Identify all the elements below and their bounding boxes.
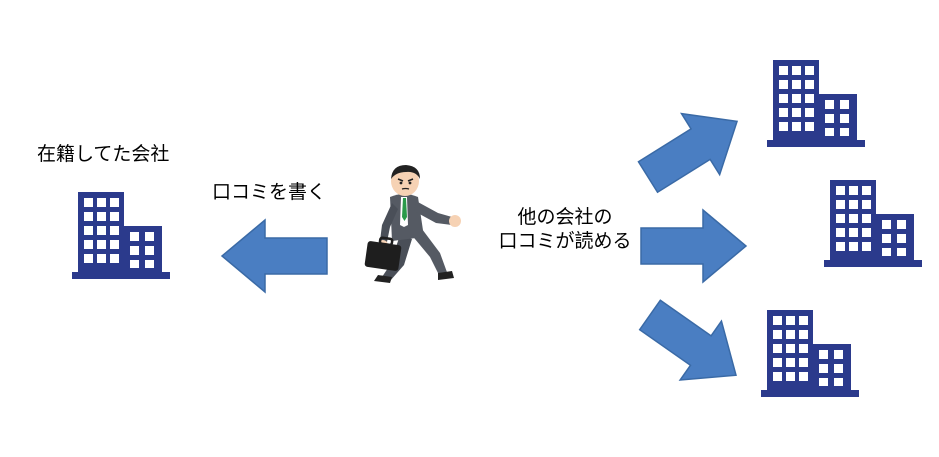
write-review-label: 口コミを書く (212, 181, 327, 203)
read-reviews-label-line2: 口コミが読める (498, 230, 632, 252)
former-company-building-icon (72, 192, 170, 279)
read-reviews-arrow-up-icon (628, 90, 757, 209)
read-reviews-arrow-down-icon (628, 284, 758, 406)
other-company-building-icon (767, 60, 865, 147)
write-review-arrow-icon (221, 219, 328, 293)
businessman-icon (364, 165, 461, 283)
former-company-label: 在籍してた会社 (37, 143, 170, 165)
other-company-building-icon (761, 310, 859, 397)
other-company-building-icon (824, 180, 922, 267)
read-reviews-arrow-middle-icon (640, 209, 747, 283)
read-reviews-label-line1: 他の会社の (517, 206, 613, 228)
read-reviews-label: 他の会社の 口コミが読める (495, 205, 635, 253)
